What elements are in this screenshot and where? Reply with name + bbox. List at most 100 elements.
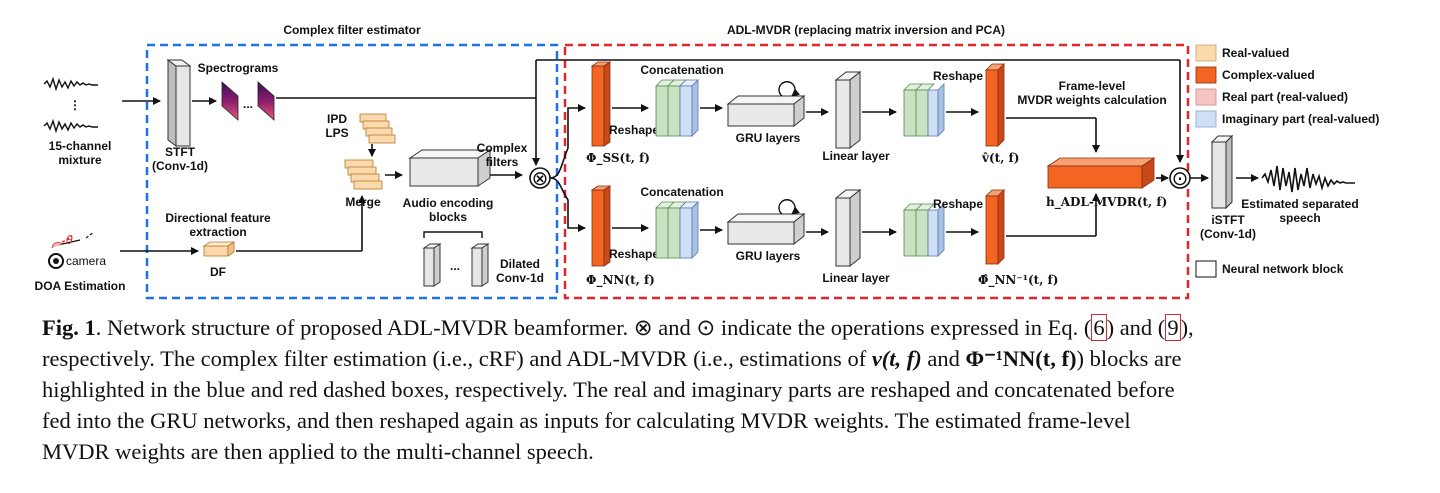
ipd-lps-feature-block (359, 113, 396, 144)
complex-filter-estimator-box (145, 43, 559, 300)
caption-line-2: respectively. The complex filter estimat… (42, 343, 1414, 374)
legend-label-complex: Complex-valued (1222, 68, 1315, 82)
odot-symbol: ⊙ (1172, 168, 1189, 190)
stft-label-1: STFT (165, 145, 196, 159)
legend-label-imag-part: Imaginary part (real-valued) (1222, 112, 1379, 126)
concat-bottom-block (655, 201, 699, 259)
estimated-label-1: Estimated separated (1241, 197, 1358, 211)
phi-nn-block (590, 185, 612, 267)
directional-label-1: Directional feature (165, 211, 271, 225)
concat-top-block (655, 79, 699, 137)
caption-math-v: v(t, f) (871, 346, 922, 371)
ipd-label: IPD (327, 112, 347, 126)
network-diagram: Complex filter estimator ADL-MVDR (repla… (35, 23, 1379, 300)
istft-label-2: (Conv-1d) (1200, 227, 1256, 241)
conv-dots: ... (450, 259, 460, 273)
lps-label: LPS (325, 126, 348, 140)
waveform-dots: ⋮ (69, 98, 81, 112)
legend-swatch-real (1195, 44, 1217, 62)
v-hat-block (985, 63, 1005, 147)
merge-block (344, 159, 383, 190)
caption-line2-a: respectively. The complex filter estimat… (42, 346, 872, 371)
caption-line-1: Fig. 1. Network structure of proposed AD… (42, 312, 1414, 343)
doa-label: DOA Estimation (35, 279, 126, 293)
phi-nn-label: Φ_NN(t, f) (586, 273, 655, 288)
input-waveform-top (43, 76, 98, 92)
spectrogram-images (221, 81, 275, 121)
reshape-top-1: Reshape (609, 123, 659, 137)
v-hat-label: v̂(t, f) (981, 151, 1019, 165)
caption-line1-b: ) and ( (1106, 315, 1166, 340)
merge-label: Merge (345, 195, 381, 209)
gru-bottom-label: GRU layers (736, 249, 801, 263)
audio-encoding-label-1: Audio encoding (403, 196, 494, 210)
phi-nn-inv-label: Φ̂_NN⁻¹(t, f) (978, 273, 1058, 288)
df-label: DF (210, 265, 226, 279)
dilated-label-1: Dilated (500, 257, 540, 271)
reshape-bottom-1: Reshape (609, 247, 659, 261)
reshape-bottom-block (903, 203, 945, 257)
input-waveform-bottom (43, 118, 98, 134)
gru-top-label: GRU layers (736, 131, 801, 145)
audio-encoding-label-2: blocks (429, 210, 467, 224)
output-waveform (1261, 165, 1355, 193)
gru-bottom-block (726, 199, 806, 246)
frame-level-label-1: Frame-level (1059, 79, 1126, 93)
legend-label-real: Real-valued (1222, 46, 1289, 60)
figure-caption: Fig. 1. Network structure of proposed AD… (42, 312, 1414, 467)
h-adl-mvdr-label: h_ADL-MVDR(t, f) (1046, 195, 1167, 210)
adl-mvdr-box (563, 43, 1190, 300)
complex-filters-label-2: filters (486, 155, 519, 169)
phi-nn-inv-block (985, 189, 1005, 265)
istft-block (1210, 134, 1234, 210)
concat-bottom-label: Concatenation (640, 185, 723, 199)
df-block (202, 241, 236, 257)
caption-math-phi: Φ⁻¹NN(t, f) (965, 346, 1077, 371)
legend-swatch-complex (1195, 66, 1217, 84)
audio-encoding-block (408, 149, 492, 187)
stft-block (166, 59, 192, 147)
caption-line2-c: ) blocks are (1076, 346, 1182, 371)
legend-swatch-real-part (1195, 88, 1217, 106)
legend-label-real-part: Real part (real-valued) (1222, 90, 1348, 104)
linear-top-block (834, 70, 862, 150)
camera-label: camera (66, 254, 106, 268)
reshape-top-2: Reshape (933, 69, 983, 83)
caption-line-5: MVDR weights are then applied to the mul… (42, 439, 594, 464)
linear-bottom-block (834, 188, 862, 268)
spectrogram-dots: ... (243, 97, 253, 111)
caption-ref-eq9[interactable]: 9 (1165, 314, 1181, 341)
theta-label: θ (66, 233, 73, 247)
camera-icon (48, 231, 95, 269)
otimes-symbol: ⊗ (532, 168, 549, 190)
spectrograms-label: Spectrograms (198, 61, 279, 75)
caption-ref-eq6[interactable]: 6 (1091, 314, 1107, 341)
section-title-left: Complex filter estimator (283, 23, 421, 37)
section-title-right: ADL-MVDR (replacing matrix inversion and… (727, 23, 1005, 37)
frame-level-label-2: MVDR weights calculation (1017, 93, 1166, 107)
dilated-conv-blocks (422, 243, 490, 287)
reshape-top-block (903, 83, 945, 137)
complex-filters-label-1: Complex (477, 141, 528, 155)
concat-top-label: Concatenation (640, 63, 723, 77)
phi-ss-label: Φ_SS(t, f) (586, 151, 650, 166)
estimated-label-2: speech (1279, 211, 1320, 225)
caption-line-3: highlighted in the blue and red dashed b… (42, 377, 1175, 402)
directional-label-2: extraction (189, 225, 246, 239)
caption-line1-a: . Network structure of proposed ADL-MVDR… (95, 315, 1092, 340)
legend-swatch-nn-block (1195, 260, 1217, 278)
mixture-label-1: 15-channel (49, 139, 112, 153)
linear-bottom-label: Linear layer (822, 271, 890, 285)
mixture-label-2: mixture (58, 153, 102, 167)
caption-line-4: fed into the GRU networks, and then resh… (42, 408, 1131, 433)
stft-label-2: (Conv-1d) (152, 159, 208, 173)
phi-ss-block (590, 61, 612, 147)
h-adl-mvdr-block (1046, 157, 1156, 189)
gru-top-block (726, 81, 806, 128)
legend-swatch-imag-part (1195, 110, 1217, 128)
linear-top-label: Linear layer (822, 149, 890, 163)
legend: Real-valued Complex-valued Real part (re… (1195, 44, 1379, 278)
caption-fig-label: Fig. 1 (42, 315, 96, 340)
reshape-bottom-2: Reshape (933, 197, 983, 211)
caption-line2-b: and (921, 346, 966, 371)
